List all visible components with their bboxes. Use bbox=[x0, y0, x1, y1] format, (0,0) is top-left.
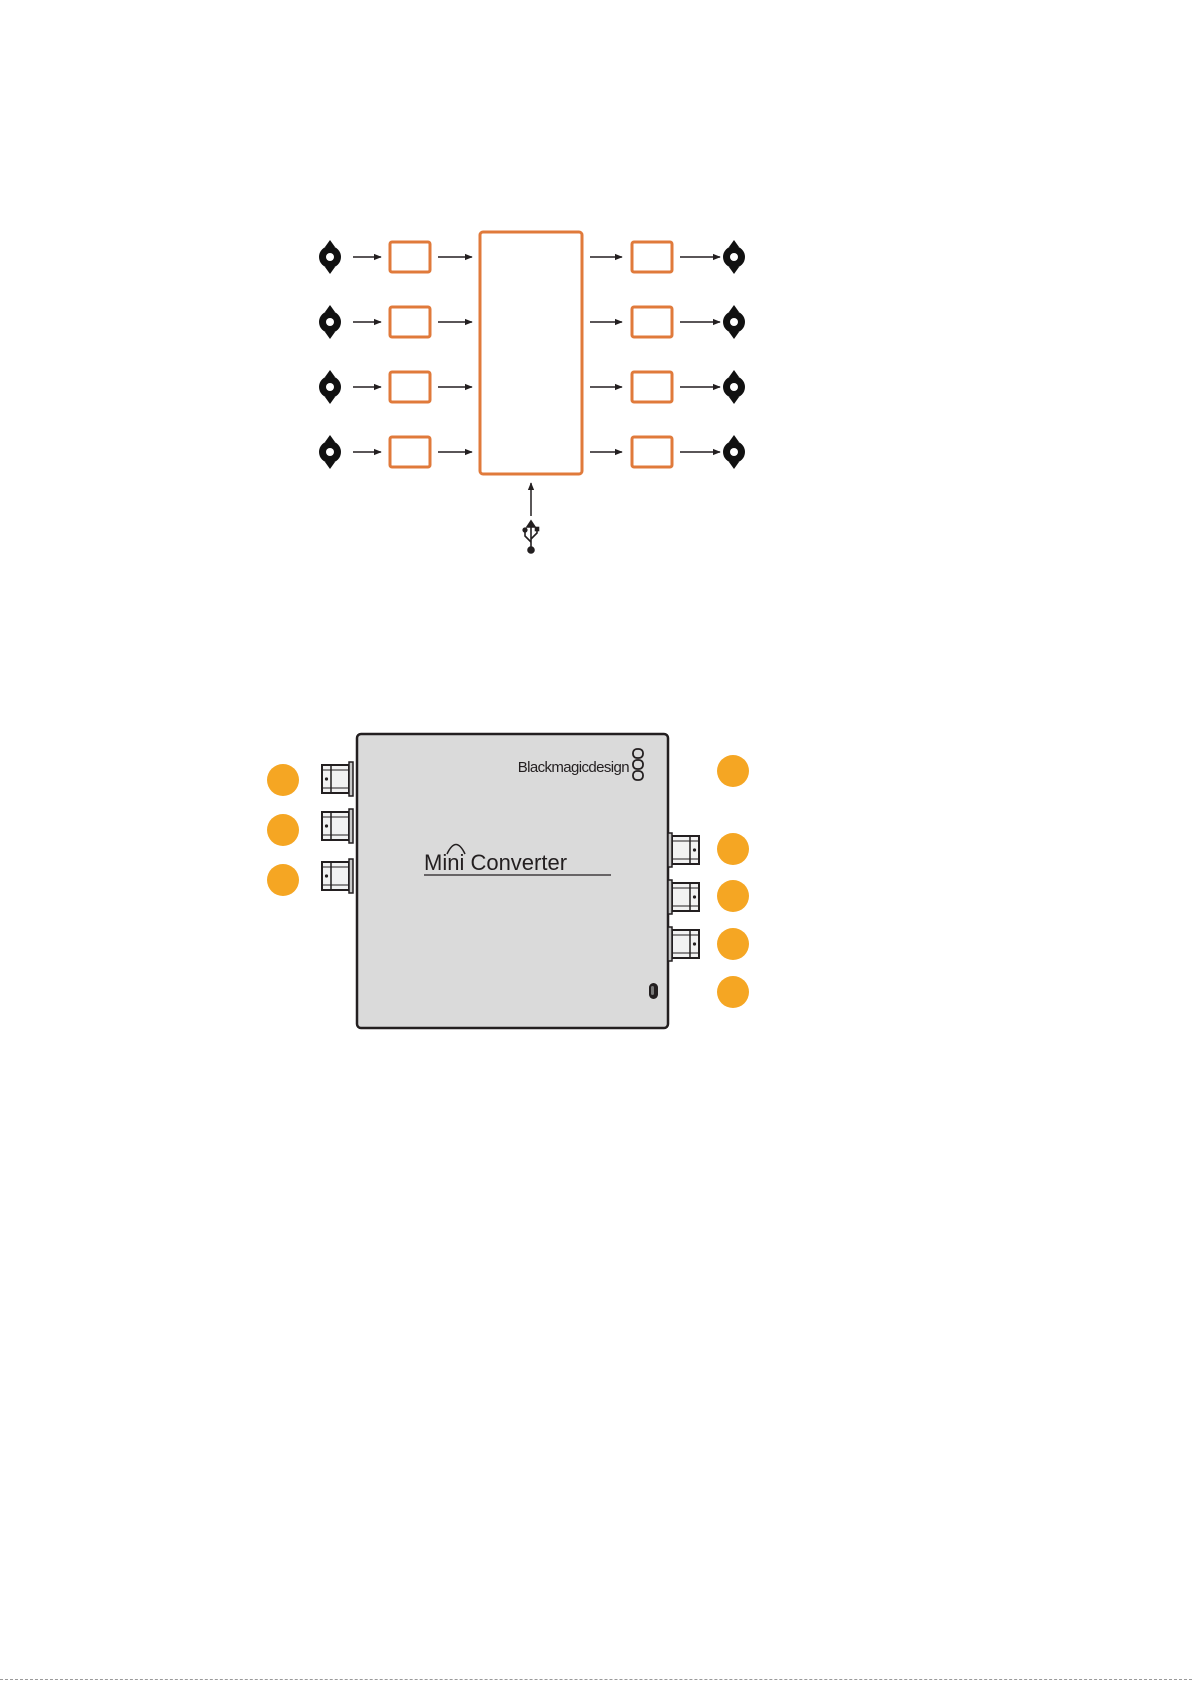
bnc-connector-left-3-icon bbox=[322, 859, 353, 893]
bnc-connector-right-1-icon bbox=[668, 833, 699, 867]
callout-left-1 bbox=[267, 764, 299, 796]
callout-right-2 bbox=[717, 833, 749, 865]
bnc-connector-left-1-icon bbox=[322, 762, 353, 796]
callout-right-5 bbox=[717, 976, 749, 1008]
bnc-connector-right-2-icon bbox=[668, 880, 699, 914]
status-led-highlight bbox=[651, 986, 654, 995]
mini-converter-illustration: Blackmagicdesign Mini Converter bbox=[0, 0, 1192, 1100]
product-name-text: Mini Converter bbox=[424, 850, 567, 875]
page-bottom-rule bbox=[0, 1679, 1192, 1680]
callout-left-2 bbox=[267, 814, 299, 846]
bnc-connector-right-3-icon bbox=[668, 927, 699, 961]
brand-logo-text: Blackmagicdesign bbox=[518, 759, 630, 776]
callout-right-1 bbox=[717, 755, 749, 787]
callout-left-3 bbox=[267, 864, 299, 896]
callout-right-3 bbox=[717, 880, 749, 912]
bnc-connector-left-2-icon bbox=[322, 809, 353, 843]
device-body bbox=[357, 734, 668, 1028]
callout-right-4 bbox=[717, 928, 749, 960]
